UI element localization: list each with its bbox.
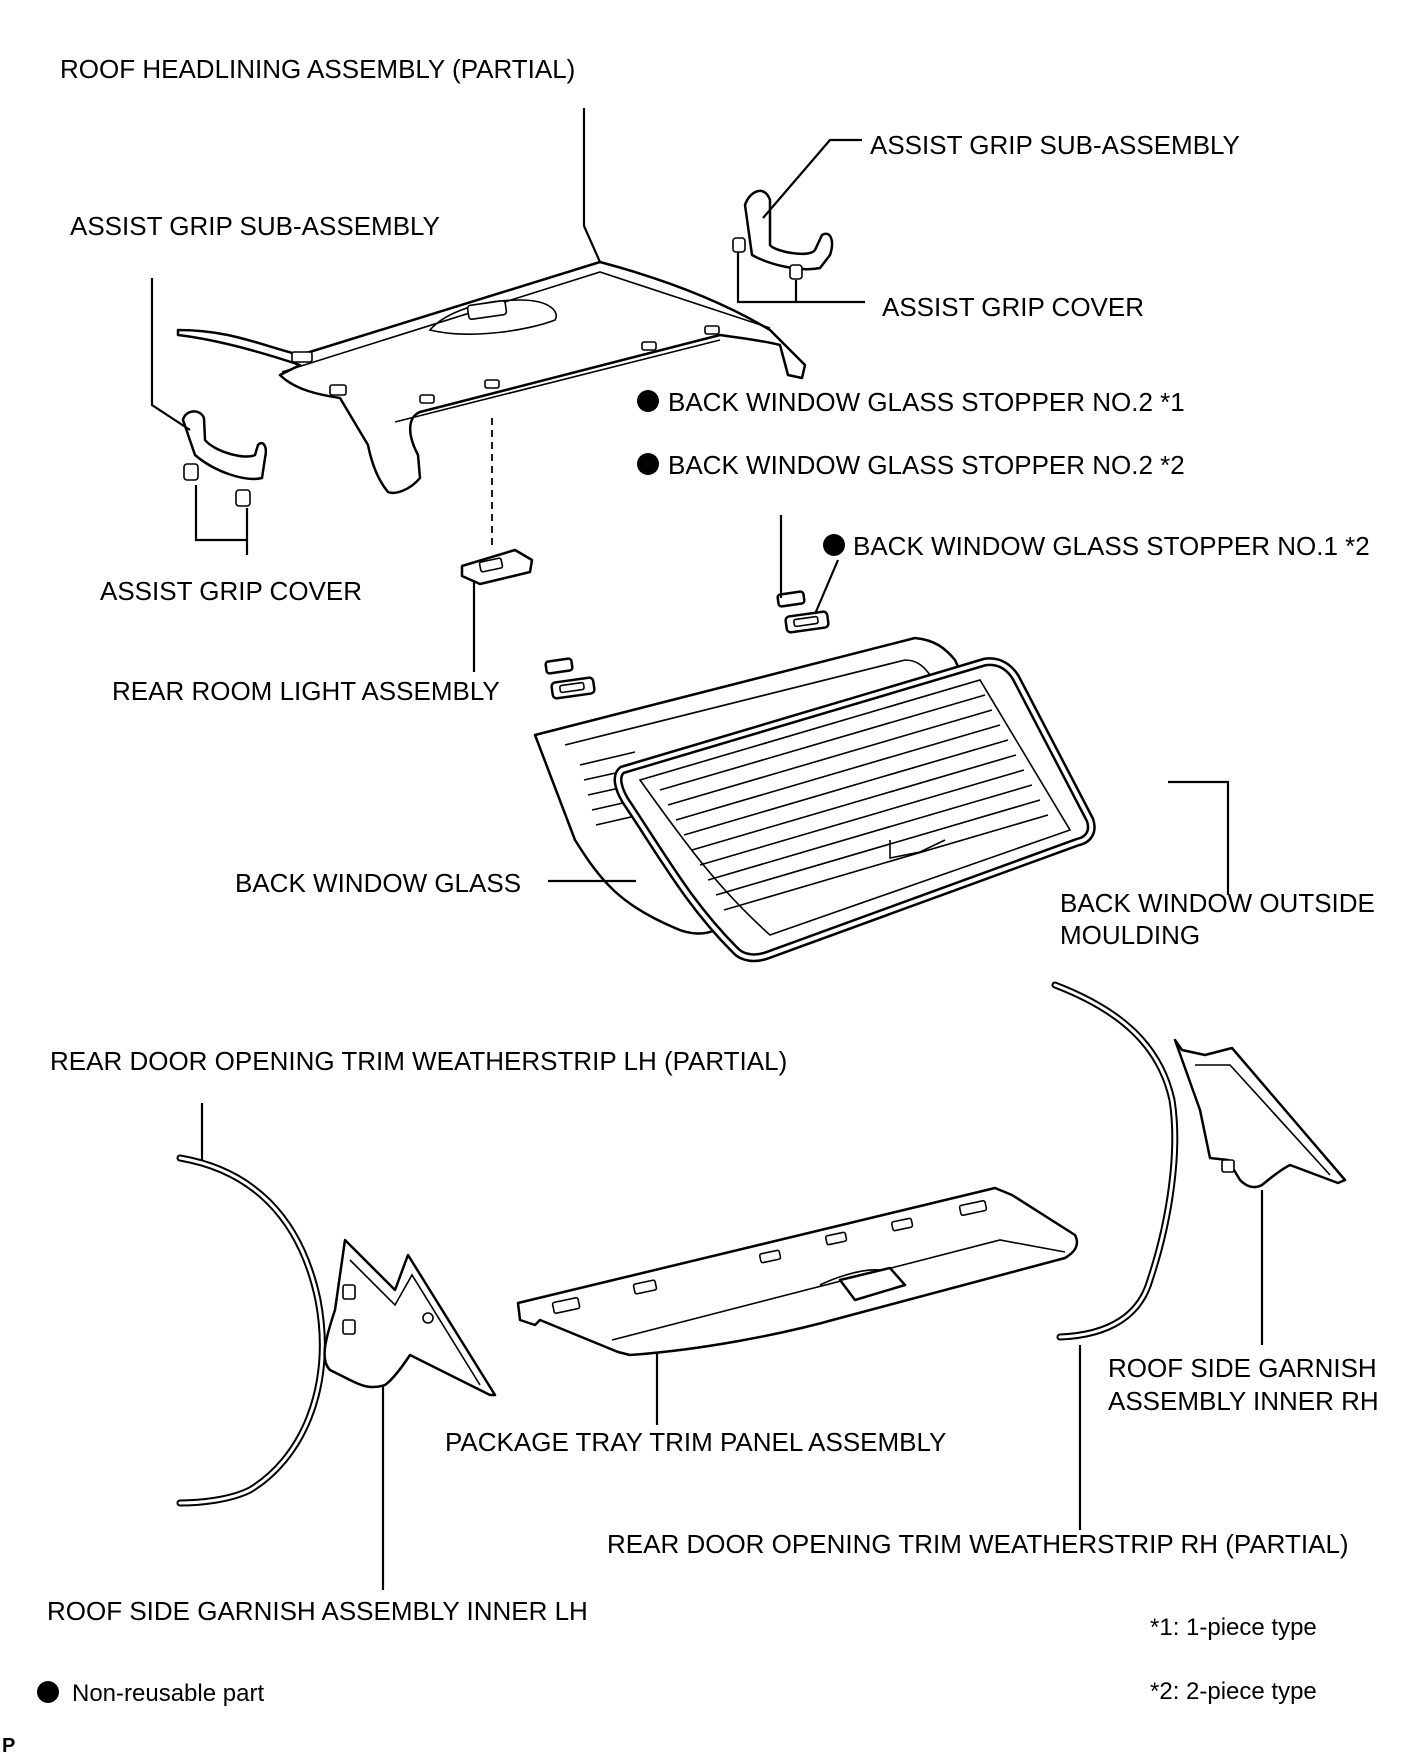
non-reusable-mark-stopper-no2-2	[637, 453, 659, 475]
label-assist-grip-right: ASSIST GRIP SUB-ASSEMBLY	[870, 130, 1240, 160]
label-roof-headlining: ROOF HEADLINING ASSEMBLY (PARTIAL)	[60, 54, 575, 84]
label-back-window-moulding-1: BACK WINDOW OUTSIDE	[1060, 888, 1375, 918]
note-piece1: *1: 1-piece type	[1150, 1614, 1317, 1641]
non-reusable-legend-mark	[37, 1681, 59, 1703]
label-back-window-glass: BACK WINDOW GLASS	[235, 868, 521, 898]
label-weatherstrip-rh: REAR DOOR OPENING TRIM WEATHERSTRIP RH (…	[607, 1529, 1349, 1559]
roof-headlining-drawing	[176, 108, 807, 495]
rear-room-light-drawing	[460, 418, 534, 672]
roof-side-garnish-rh-drawing	[1173, 1038, 1347, 1345]
label-roof-side-garnish-lh: ROOF SIDE GARNISH ASSEMBLY INNER LH	[47, 1596, 588, 1626]
non-reusable-mark-stopper-no1-2	[823, 534, 845, 556]
legend-non-reusable: Non-reusable part	[72, 1680, 264, 1707]
label-assist-grip-left: ASSIST GRIP SUB-ASSEMBLY	[70, 211, 440, 241]
label-assist-grip-cover-right: ASSIST GRIP COVER	[882, 292, 1144, 322]
back-window-moulding-drawing	[613, 657, 1230, 963]
label-roof-side-garnish-rh-2: ASSEMBLY INNER RH	[1108, 1386, 1379, 1416]
non-reusable-mark-stopper-no2-1	[637, 390, 659, 412]
defogger-lines	[659, 694, 1049, 911]
label-weatherstrip-lh: REAR DOOR OPENING TRIM WEATHERSTRIP LH (…	[50, 1046, 787, 1076]
label-stopper-no2-2: BACK WINDOW GLASS STOPPER NO.2 *2	[668, 450, 1185, 480]
label-roof-side-garnish-rh-1: ROOF SIDE GARNISH	[1108, 1353, 1377, 1383]
label-stopper-no1-2: BACK WINDOW GLASS STOPPER NO.1 *2	[853, 531, 1370, 561]
note-piece2: *2: 2-piece type	[1150, 1678, 1317, 1705]
glass-stoppers-drawing	[544, 515, 840, 700]
package-tray-drawing	[516, 1186, 1079, 1425]
weatherstrip-lh-drawing	[176, 1103, 326, 1507]
assist-grip-right-drawing	[732, 138, 865, 304]
weatherstrip-rh-drawing	[1051, 981, 1179, 1530]
label-assist-grip-cover-left: ASSIST GRIP COVER	[100, 576, 362, 606]
label-back-window-moulding-2: MOULDING	[1060, 920, 1200, 950]
label-rear-room-light: REAR ROOM LIGHT ASSEMBLY	[112, 676, 500, 706]
label-stopper-no2-1: BACK WINDOW GLASS STOPPER NO.2 *1	[668, 387, 1185, 417]
roof-side-garnish-lh-drawing	[323, 1238, 497, 1590]
label-package-tray: PACKAGE TRAY TRIM PANEL ASSEMBLY	[445, 1427, 946, 1457]
corner-mark: P	[2, 1735, 15, 1757]
assist-grip-left-drawing	[150, 278, 267, 555]
